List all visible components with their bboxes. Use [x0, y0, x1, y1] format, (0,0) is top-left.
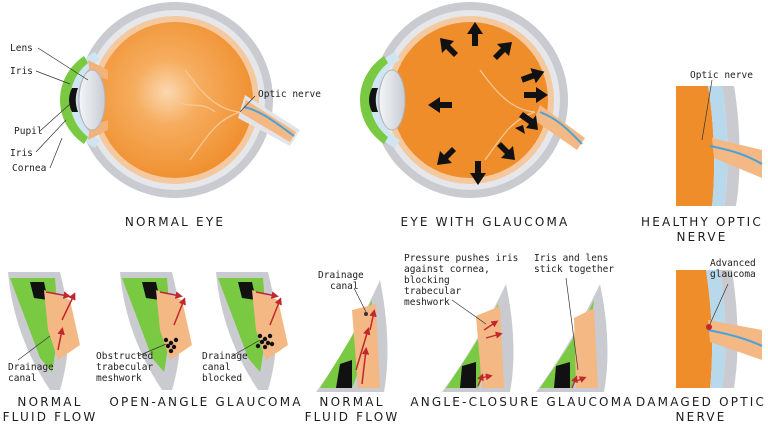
caption-open-angle: OPEN-ANGLE GLAUCOMA	[109, 395, 303, 409]
label-line: blocked	[202, 373, 243, 384]
label-line: meshwork	[96, 373, 142, 384]
label-pupil: Pupil	[14, 126, 43, 137]
caption-line: NERVE	[676, 230, 728, 244]
label-line: canal	[202, 362, 231, 373]
label-cornea: Cornea	[12, 163, 47, 174]
caption-line: HEALTHY OPTIC	[641, 215, 763, 229]
angle-closure-1-illustration	[442, 284, 514, 392]
damaged-optic-nerve-illustration	[676, 270, 763, 388]
pressure-arrows	[428, 22, 548, 185]
label-line: blocking	[404, 275, 450, 286]
glaucoma-eye-illustration	[360, 2, 585, 198]
label-line: canal	[330, 281, 359, 292]
label-lens: Lens	[10, 43, 33, 54]
caption-line: DAMAGED OPTIC	[636, 395, 767, 409]
label-iris: Iris	[10, 66, 33, 77]
label-line: meshwork	[404, 297, 450, 308]
label-line: Drainage	[318, 270, 364, 281]
healthy-optic-nerve-illustration	[676, 79, 763, 206]
normal-flow-2-illustration	[316, 280, 388, 392]
label-line: trabecular	[404, 286, 462, 297]
caption-angle-closure: ANGLE-CLOSURE GLAUCOMA	[410, 395, 634, 409]
label-line: Drainage	[202, 351, 248, 362]
caption-line: FLUID FLOW	[2, 410, 98, 424]
label-line: canal	[8, 373, 37, 384]
normal-eye-leaders	[35, 47, 256, 169]
open-angle-2-illustration	[216, 272, 288, 390]
caption-line: FLUID FLOW	[304, 410, 400, 424]
normal-eye-illustration	[60, 2, 300, 198]
label-line: stick together	[534, 264, 615, 275]
label-iris-lower: Iris	[10, 148, 33, 159]
label-optic-nerve-healthy: Optic nerve	[690, 70, 753, 81]
label-optic-nerve-normal: Optic nerve	[258, 89, 321, 100]
label-line: Obstructed	[96, 351, 154, 362]
angle-closure-2-illustration	[536, 277, 608, 392]
label-line: against cornea,	[404, 264, 490, 275]
label-line: Advanced	[710, 258, 756, 269]
label-line: glaucoma	[710, 269, 756, 280]
caption-line: NORMAL	[319, 395, 385, 409]
caption-line: NERVE	[675, 410, 727, 424]
label-line: Pressure pushes iris	[404, 253, 519, 264]
label-line: trabecular	[96, 362, 154, 373]
open-angle-1-illustration	[120, 272, 192, 390]
normal-flow-1-illustration	[8, 272, 80, 390]
caption-normal-eye: NORMAL EYE	[124, 215, 226, 229]
caption-line: NORMAL	[17, 395, 83, 409]
label-line: Drainage	[8, 362, 54, 373]
caption-eye-glaucoma: EYE WITH GLAUCOMA	[400, 215, 570, 229]
label-line: Iris and lens	[534, 253, 609, 264]
